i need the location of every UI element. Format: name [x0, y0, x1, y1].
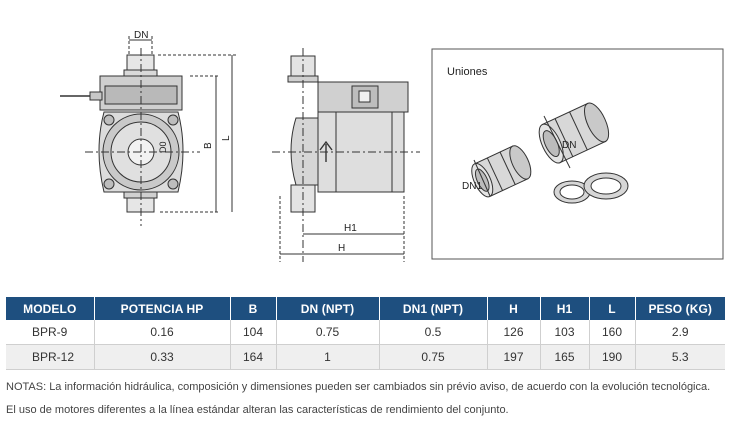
header-b: B	[230, 297, 277, 320]
header-h: H	[487, 297, 541, 320]
cell-potencia: 0.33	[94, 344, 231, 370]
front-dn-label: DN	[134, 30, 148, 41]
cell-modelo: BPR-12	[6, 344, 95, 370]
table-header-row: MODELO POTENCIA HP B DN (NPT) DN1 (NPT) …	[6, 297, 725, 320]
table-row: BPR-12 0.33 164 1 0.75 197 165 190 5.3	[6, 344, 725, 370]
specifications-table: MODELO POTENCIA HP B DN (NPT) DN1 (NPT) …	[6, 297, 725, 370]
cell-b: 164	[230, 344, 277, 370]
cell-h1: 103	[540, 320, 590, 345]
cell-peso: 5.3	[635, 344, 725, 370]
unions-dn-label: DN	[562, 140, 576, 151]
cell-peso: 2.9	[635, 320, 725, 345]
header-potencia: POTENCIA HP	[94, 297, 231, 320]
front-l-label: L	[221, 135, 232, 141]
cell-dn: 0.75	[276, 320, 380, 345]
cell-l: 160	[589, 320, 636, 345]
side-view-drawing	[272, 48, 420, 262]
unions-title: Uniones	[447, 66, 488, 78]
side-h-label: H	[338, 243, 345, 254]
note-line: El uso de motores diferentes a la línea …	[6, 404, 509, 416]
header-dn: DN (NPT)	[276, 297, 380, 320]
notes: NOTAS: La información hidráulica, compos…	[6, 376, 726, 422]
cell-b: 104	[230, 320, 277, 345]
cell-potencia: 0.16	[94, 320, 231, 345]
note-line: NOTAS: La información hidráulica, compos…	[6, 381, 711, 393]
front-d0-label: D0	[158, 141, 168, 153]
cell-h: 197	[487, 344, 541, 370]
cell-dn1: 0.5	[379, 320, 488, 345]
cell-h1: 165	[540, 344, 590, 370]
header-l: L	[589, 297, 636, 320]
union-fittings-drawing	[471, 102, 629, 204]
cell-h: 126	[487, 320, 541, 345]
header-h1: H1	[540, 297, 590, 320]
cell-modelo: BPR-9	[6, 320, 95, 345]
unions-dn1-label: DN1	[462, 181, 482, 192]
technical-drawings: DN B L D0 H1 H Uniones	[60, 30, 724, 262]
table-row: BPR-9 0.16 104 0.75 0.5 126 103 160 2.9	[6, 320, 725, 345]
front-b-label: B	[203, 142, 214, 149]
side-h1-label: H1	[344, 223, 357, 234]
header-peso: PESO (KG)	[635, 297, 725, 320]
cell-l: 190	[589, 344, 636, 370]
front-view-drawing	[60, 36, 236, 226]
cell-dn1: 0.75	[379, 344, 488, 370]
header-dn1: DN1 (NPT)	[379, 297, 488, 320]
cell-dn: 1	[276, 344, 380, 370]
header-modelo: MODELO	[6, 297, 95, 320]
